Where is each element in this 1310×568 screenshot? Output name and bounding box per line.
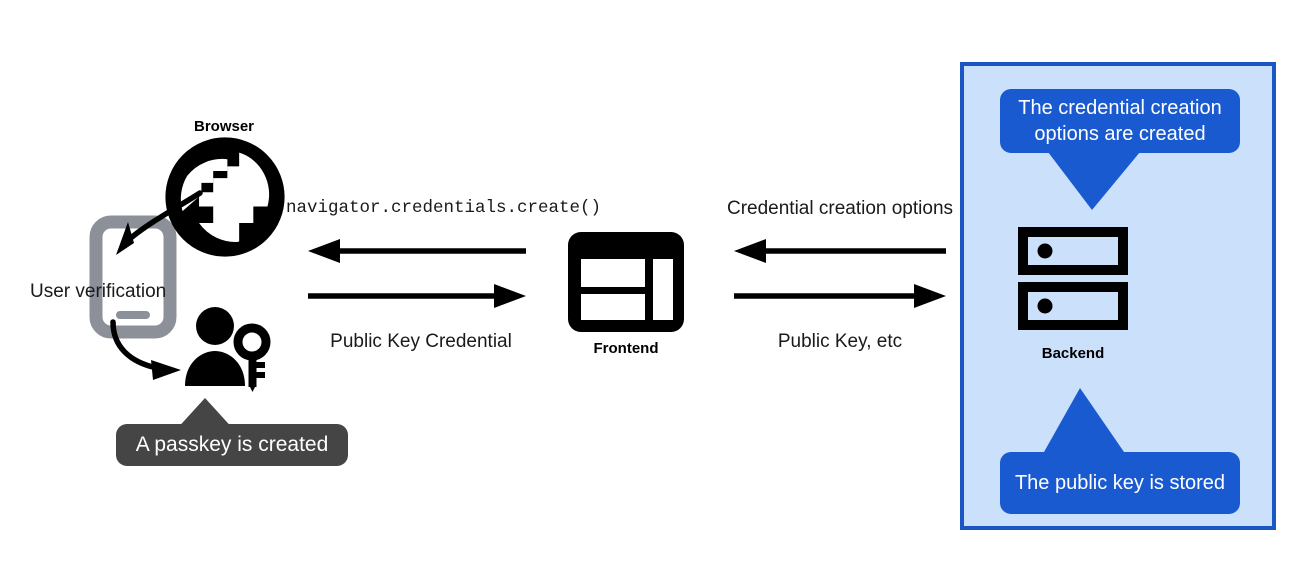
- credential-options-created-callout: The credential creation options are crea…: [1000, 89, 1240, 153]
- device-to-user-arrow: [105, 318, 205, 388]
- mobile-phone-icon: [89, 215, 177, 339]
- globe-icon: [165, 137, 285, 257]
- frontend-backend-top-arrow: [732, 238, 948, 264]
- browser-label: Browser: [193, 118, 255, 135]
- browser-frontend-bottom-arrow: [306, 283, 528, 309]
- public-key-etc-label: Public Key, etc: [777, 331, 903, 352]
- navigator-create-label: navigator.credentials.create(): [286, 198, 602, 218]
- server-rack-icon: [1018, 227, 1128, 331]
- frontend-backend-bottom-arrow: [732, 283, 948, 309]
- browser-frontend-top-arrow: [306, 238, 528, 264]
- backend-label: Backend: [1041, 345, 1105, 362]
- credential-options-callout-tail: [1040, 152, 1150, 212]
- public-key-stored-callout: The public key is stored: [1000, 452, 1240, 514]
- public-key-stored-callout-tail: [1038, 388, 1148, 454]
- passkey-created-callout-tail: [170, 398, 240, 434]
- user-with-key-icon: [182, 306, 274, 392]
- browser-to-device-arrow: [100, 185, 210, 275]
- frontend-label: Frontend: [593, 340, 659, 357]
- public-key-credential-label: Public Key Credential: [330, 331, 512, 352]
- user-verification-label: User verification: [30, 281, 167, 302]
- window-layout-icon: [568, 232, 684, 332]
- credential-creation-options-label: Credential creation options: [726, 198, 954, 219]
- passkey-created-callout: A passkey is created: [116, 424, 348, 466]
